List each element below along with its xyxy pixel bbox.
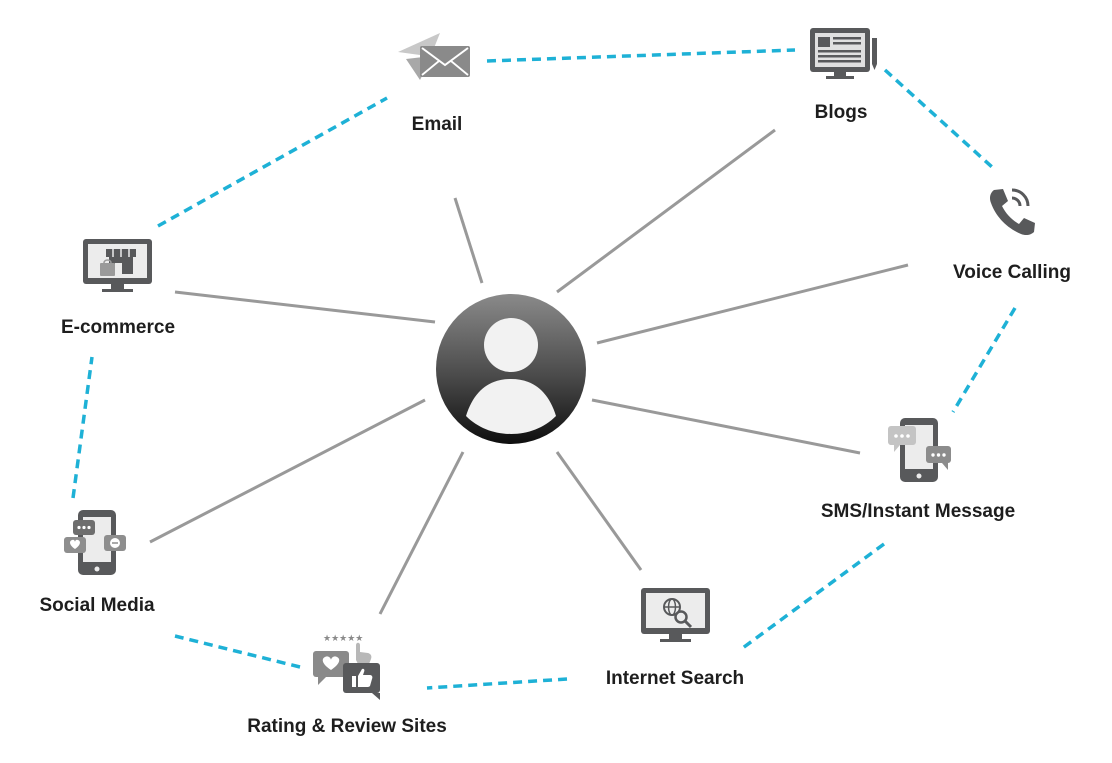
spoke-search [555, 451, 643, 571]
label-social-media: Social Media [39, 595, 155, 616]
spoke-social [149, 398, 426, 544]
ring-social-ecommerce [71, 356, 94, 499]
ring-ecommerce-email [157, 96, 388, 228]
rating-review-icon: ★★★★★ [313, 634, 380, 700]
blog-monitor-icon [810, 28, 877, 79]
label-blogs: Blogs [814, 102, 868, 123]
social-phone-icon [64, 510, 126, 575]
user-avatar-icon [436, 294, 586, 444]
ring-review-social [174, 634, 301, 669]
spoke-email [453, 197, 484, 284]
label-ecommerce: E-commerce [60, 317, 176, 338]
label-internet-search: Internet Search [605, 668, 745, 689]
storefront-monitor-icon [83, 239, 152, 292]
label-sms-instant-message: SMS/Instant Message [820, 501, 1016, 522]
spoke-sms [591, 398, 861, 455]
ring-email-blogs [486, 48, 796, 63]
chat-phone-icon [888, 418, 951, 482]
spoke-lines [149, 128, 909, 615]
label-voice-calling: Voice Calling [953, 262, 1071, 283]
phone-call-icon [990, 188, 1035, 236]
label-rating-review-sites: Rating & Review Sites [247, 716, 447, 737]
svg-text:★★★★★: ★★★★★ [323, 634, 363, 644]
ring-blogs-voice [883, 68, 994, 169]
ring-search-review [426, 677, 568, 690]
spoke-voice [596, 263, 909, 345]
spoke-blogs [556, 128, 776, 294]
label-email: Email [411, 114, 463, 135]
ring-voice-sms [951, 307, 1017, 413]
email-paper-plane-icon [398, 33, 470, 80]
ring-sms-search [738, 542, 886, 652]
spoke-review [378, 451, 465, 615]
dashed-ring [71, 48, 1017, 690]
spoke-ecommerce [174, 290, 436, 324]
globe-search-monitor-icon [641, 588, 710, 642]
